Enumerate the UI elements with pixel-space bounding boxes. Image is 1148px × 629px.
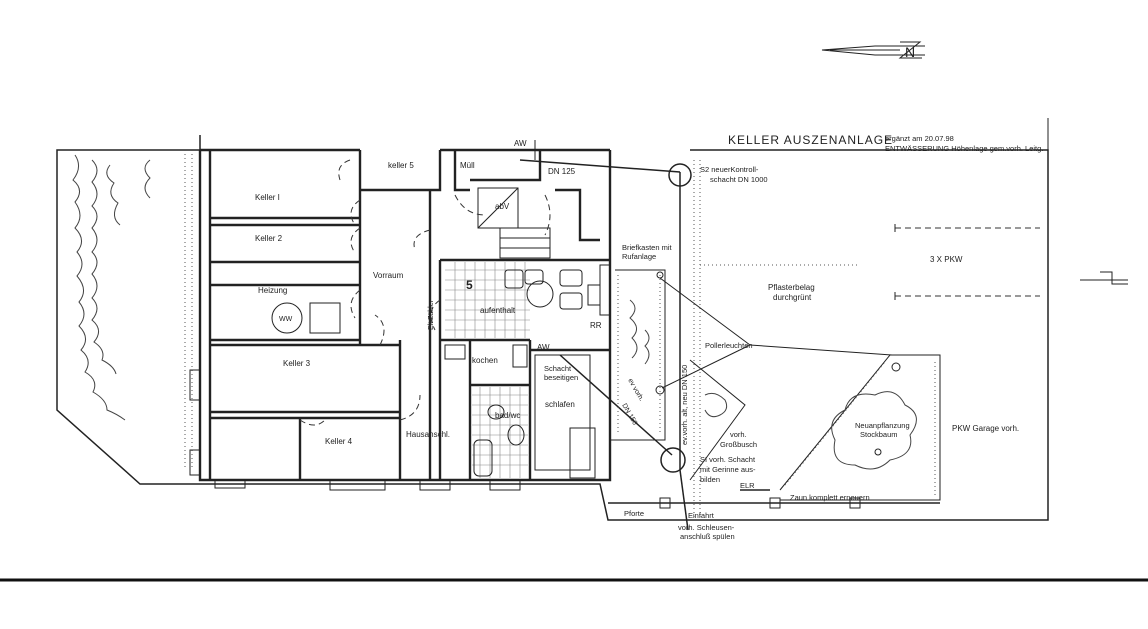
room-elt-zaehler: Elt.Zähler bbox=[428, 299, 435, 330]
room-bad-wc: bad/wc bbox=[495, 411, 520, 420]
label-schleuse-1: vorh. Schleusen- bbox=[678, 523, 735, 532]
label-dn125: DN 125 bbox=[548, 167, 576, 176]
label-neu-2: Stockbaum bbox=[860, 430, 898, 439]
label-pkw: 3 X PKW bbox=[930, 255, 963, 264]
door-swings bbox=[299, 159, 551, 426]
label-s1-3: bilden bbox=[700, 475, 720, 484]
room-abv: abV bbox=[495, 202, 510, 211]
label-briefkasten-2: Rufanlage bbox=[622, 252, 656, 261]
label-pforte: Pforte bbox=[624, 509, 644, 518]
title-main: KELLER AUSZENANLAGE bbox=[728, 133, 893, 147]
label-pipe-3: DN 150 bbox=[620, 403, 638, 427]
room-keller4: Keller 4 bbox=[325, 437, 353, 446]
building-walls bbox=[198, 148, 612, 482]
label-garage: PKW Garage vorh. bbox=[952, 424, 1019, 433]
room-schlafen: schlafen bbox=[545, 400, 575, 409]
label-elr: ELR bbox=[740, 481, 755, 490]
label-s2-1: S2 neuerKontroll- bbox=[700, 165, 759, 174]
fence bbox=[608, 489, 940, 509]
property-boundary bbox=[56, 135, 1049, 521]
label-briefkasten-1: Briefkasten mit bbox=[622, 243, 673, 252]
room-ww: WW bbox=[279, 316, 293, 323]
room-muell: Müll bbox=[460, 161, 475, 170]
garden-hedge bbox=[72, 154, 126, 421]
poller-leaders bbox=[659, 277, 901, 389]
label-s1-2: mit Gerinne aus- bbox=[700, 465, 756, 474]
label-aw-mid: AW bbox=[537, 343, 550, 352]
unit-number: 5 bbox=[466, 278, 473, 292]
edge-marker-icon bbox=[1080, 271, 1128, 285]
manhole-s1 bbox=[660, 447, 686, 473]
label-pflaster-1: Pflasterbelag bbox=[768, 283, 815, 292]
title-note2: ENTWÄSSERUNG Höhenlage gem.vorh. Leitg. bbox=[885, 144, 1043, 153]
parking-lines bbox=[700, 224, 1040, 300]
light-wells bbox=[189, 369, 521, 491]
room-hausanschl: Hausanschl. bbox=[406, 430, 450, 439]
label-s1-1: SI vorh. Schacht bbox=[700, 455, 756, 464]
room-keller5: keller 5 bbox=[388, 161, 414, 170]
room-aufenthalt: aufenthalt bbox=[480, 306, 516, 315]
label-grossbusch-2: Großbusch bbox=[720, 440, 757, 449]
label-pipe-2: ev vorh. bbox=[626, 378, 645, 403]
room-keller2: Keller 2 bbox=[255, 234, 283, 243]
label-zaun: Zaun komplett erneuern bbox=[790, 493, 870, 502]
front-garden bbox=[610, 160, 746, 520]
label-schleuse-2: anschluß spülen bbox=[680, 532, 735, 541]
manhole-s2 bbox=[668, 163, 692, 187]
tile-grid bbox=[445, 262, 530, 478]
room-keller1: Keller I bbox=[255, 193, 280, 202]
label-grossbusch-1: vorh. bbox=[730, 430, 747, 439]
label-einfahrt: Einfahrt bbox=[688, 511, 715, 520]
north-arrow-label: N bbox=[905, 44, 915, 60]
room-heizung: Heizung bbox=[258, 286, 287, 295]
label-poller: Pollerleuchten bbox=[705, 341, 753, 350]
label-s2-2: schacht DN 1000 bbox=[710, 175, 768, 184]
title-note1: ergänzt am 20.07.98 bbox=[885, 134, 954, 143]
label-schacht-2: beseitigen bbox=[544, 373, 578, 382]
drainage-line bbox=[519, 140, 692, 531]
room-rr: RR bbox=[590, 321, 602, 330]
label-aw-top: AW bbox=[514, 139, 527, 148]
planting-bed bbox=[779, 354, 941, 501]
room-vorraum: Vorraum bbox=[373, 271, 404, 280]
label-pflaster-2: durchgrünt bbox=[773, 293, 812, 302]
label-schacht-1: Schacht bbox=[544, 364, 572, 373]
room-kochen: kochen bbox=[472, 356, 498, 365]
north-arrow-icon bbox=[821, 41, 925, 59]
room-keller3: Keller 3 bbox=[283, 359, 311, 368]
furniture bbox=[271, 264, 611, 479]
label-pipe: ev.vorh. alt, neu DN 150 bbox=[680, 365, 689, 445]
label-neu-1: Neuanpflanzung bbox=[855, 421, 910, 430]
